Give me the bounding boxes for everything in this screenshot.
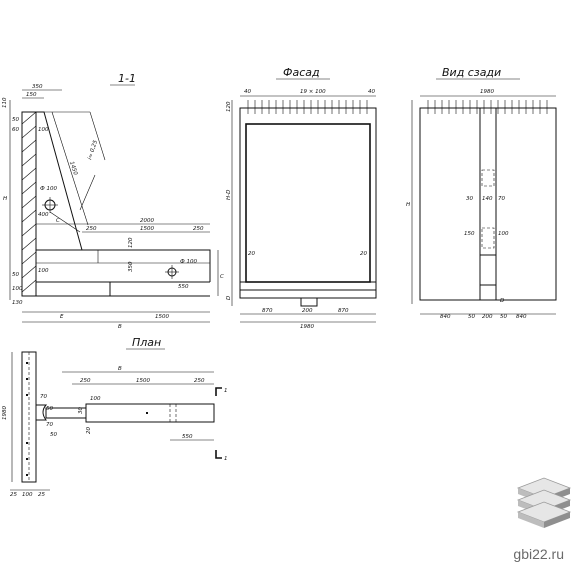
wall-hatching: [21, 111, 37, 293]
label-c: C: [56, 218, 60, 224]
back-label-h: H: [406, 202, 410, 208]
dim-2000: 2000: [140, 218, 154, 224]
back-dim-50a: 50: [468, 314, 475, 320]
plan-dim-550: 550: [182, 434, 193, 440]
dim-120: 120: [128, 237, 134, 248]
facade-title: Фасад: [283, 66, 320, 79]
plan-dim-30: 30: [78, 407, 84, 414]
plan-dim-20: 20: [86, 427, 92, 434]
dim-60-left: 60: [12, 127, 19, 133]
plan-dim-50b: 50: [50, 432, 57, 438]
facade-dim-120: 120: [226, 101, 232, 112]
back-dim-150: 150: [464, 231, 475, 237]
facade-dim-20a: 20: [248, 251, 255, 257]
plan-title: План: [132, 336, 161, 349]
brand-logo: gbi22.ru: [500, 474, 572, 570]
plan-dim-250b: 250: [194, 378, 205, 384]
facade-ribs: [247, 100, 368, 114]
dim-130: 130: [12, 300, 23, 306]
wall-section: [21, 111, 37, 297]
label-h: H: [3, 196, 7, 202]
back-dim-840a: 840: [440, 314, 451, 320]
facade-dim-20b: 20: [360, 251, 367, 257]
dim-250b: 250: [193, 226, 204, 232]
back-view-title: Вид сзади: [442, 66, 501, 79]
back-dim-50b: 50: [500, 314, 507, 320]
facade-dim-ribs: 19 × 100: [300, 89, 326, 95]
plan-anchor-dots: [26, 362, 28, 476]
back-dim-1980: 1980: [480, 89, 494, 95]
plan-dim-1500: 1500: [136, 378, 150, 384]
plan-dim-50a: 50: [46, 406, 53, 412]
facade-dim-1980: 1980: [300, 324, 314, 330]
section-title: 1-1: [118, 72, 136, 85]
dim-350-top: 350: [32, 84, 43, 90]
dim-50b: 50: [12, 272, 19, 278]
dim-150-top: 150: [26, 92, 37, 98]
brand-site: gbi22.ru: [513, 546, 564, 562]
dim-50-left: 50: [12, 117, 19, 123]
facade-outline: [239, 107, 377, 299]
plan-dim-25a: 25: [10, 492, 17, 498]
plan-dim-70b: 70: [46, 422, 53, 428]
back-view: Вид сзади 1980 H 30 140 70 150 100 D 840: [406, 66, 557, 320]
hole-diameter-right: Ф 100: [180, 259, 197, 265]
section-view: 1-1 1450 i= 0,25 Ф 100: [2, 72, 224, 330]
plan-view: План B 250 1500 250 1980 70 50 30 100 20…: [2, 336, 228, 498]
dim-110: 110: [2, 97, 8, 108]
back-label-d: D: [500, 298, 504, 304]
back-ribs: [427, 100, 548, 114]
facade-dim-870a: 870: [262, 308, 273, 314]
plan-dim-25b: 25: [38, 492, 45, 498]
facade-dim-hd: H-D: [226, 190, 232, 200]
facade-dim-d: D: [226, 296, 232, 300]
dim-100-left: 100: [12, 286, 23, 292]
dim-1500-bottom: 1500: [155, 314, 169, 320]
hole-diameter: Ф 100: [40, 186, 57, 192]
label-c-right: C: [220, 274, 224, 280]
plan-label-b: B: [118, 366, 122, 372]
stacked-slabs-icon: [516, 477, 572, 528]
back-dim-100: 100: [498, 231, 509, 237]
section-mark-bottom: 1: [224, 456, 228, 462]
slope-ratio: i= 0,25: [87, 139, 99, 160]
dim-1500: 1500: [140, 226, 154, 232]
slope-length: 1450: [68, 161, 78, 177]
facade-view: Фасад 40 19 × 100 40 120 H-D 20 20 D 870…: [226, 66, 377, 330]
dim-400: 400: [38, 212, 49, 218]
back-outline: [419, 107, 557, 301]
dim-100-top: 100: [38, 127, 49, 133]
plan-dim-100: 100: [90, 396, 101, 402]
back-dim-30: 30: [466, 196, 473, 202]
facade-dim-870b: 870: [338, 308, 349, 314]
facade-dim-200: 200: [302, 308, 313, 314]
label-e: E: [60, 314, 64, 320]
dim-250a: 250: [86, 226, 97, 232]
back-dim-70: 70: [498, 196, 505, 202]
dim-550: 550: [178, 284, 189, 290]
plan-slab: [85, 403, 215, 423]
plan-dim-100b: 100: [22, 492, 33, 498]
facade-dim-40b: 40: [368, 89, 375, 95]
plan-dim-250a: 250: [80, 378, 91, 384]
back-dim-200: 200: [482, 314, 493, 320]
dim-350: 350: [128, 261, 134, 272]
section-mark-top: 1: [224, 388, 228, 394]
facade-dim-40a: 40: [244, 89, 251, 95]
plan-dim-70: 70: [40, 394, 47, 400]
back-dim-840b: 840: [516, 314, 527, 320]
plan-dim-1980: 1980: [2, 406, 8, 420]
back-dim-140: 140: [482, 196, 493, 202]
label-b: B: [118, 324, 122, 330]
dim-100-base: 100: [38, 268, 49, 274]
